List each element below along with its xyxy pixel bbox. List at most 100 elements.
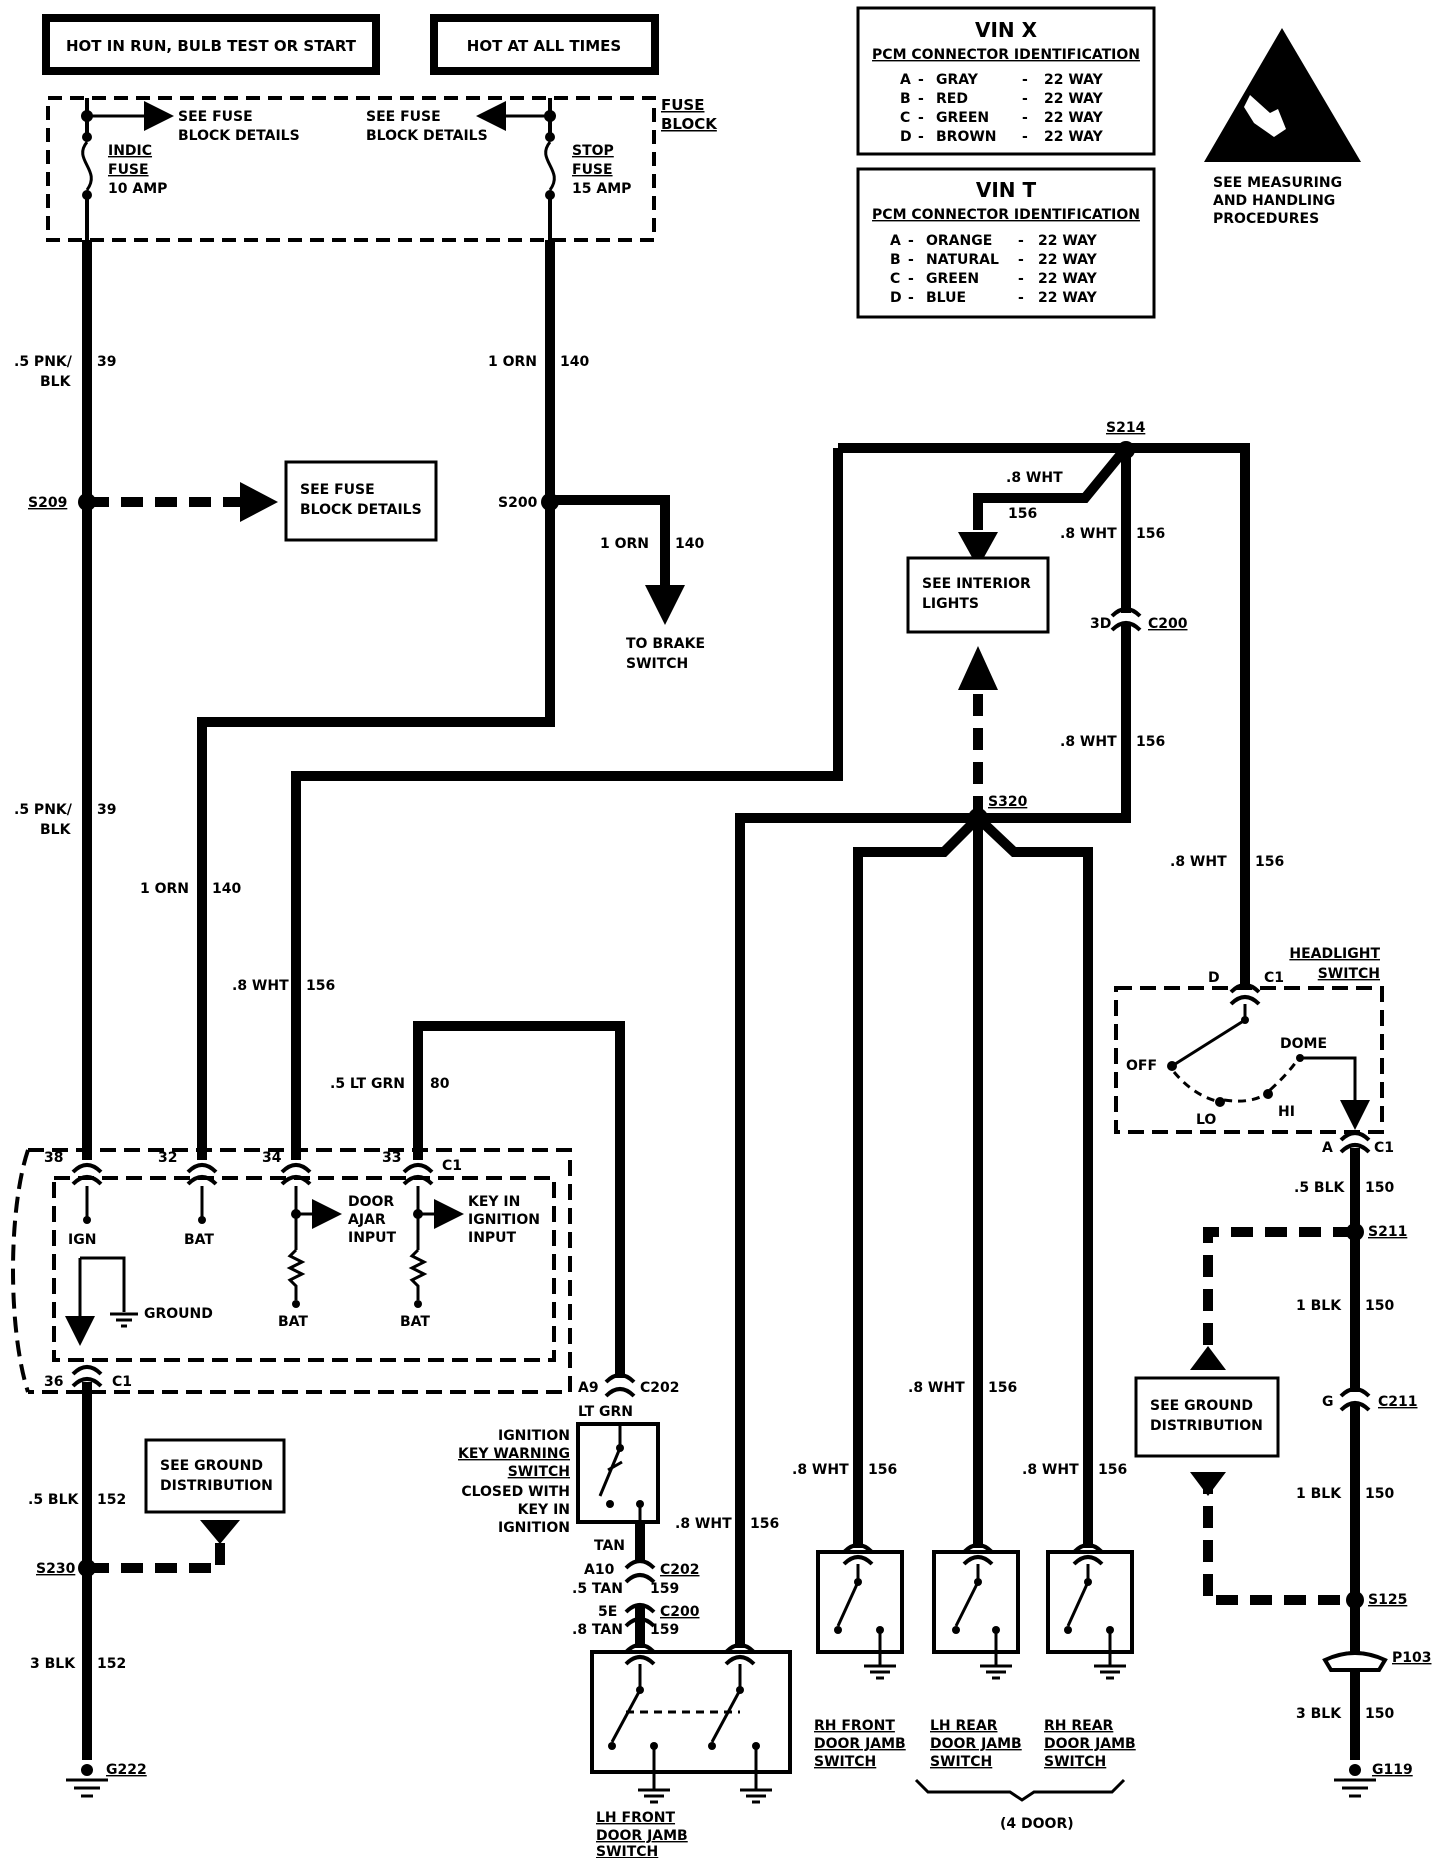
svg-text:22 WAY: 22 WAY: [1038, 290, 1098, 306]
svg-text:BAT: BAT: [400, 1314, 430, 1330]
wire-140-bat: [197, 500, 555, 1160]
splice-label: S200: [498, 495, 538, 511]
pin-34: 34: [262, 1150, 312, 1186]
svg-text:SEE FUSE: SEE FUSE: [300, 482, 375, 498]
fuse-block: FUSE BLOCK SEE FUSE BLOCK DETAILS INDIC …: [46, 96, 718, 242]
headlight-switch: D C1 HEADLIGHT SWITCH OFF DOME LO HI: [1114, 946, 1384, 1134]
svg-text:.8 WHT: .8 WHT: [1006, 470, 1063, 486]
splice-label: S214: [1106, 420, 1146, 436]
svg-text:CLOSED WITH: CLOSED WITH: [461, 1484, 570, 1500]
svg-text:HOT IN RUN, BULB TEST OR START: HOT IN RUN, BULB TEST OR START: [66, 37, 357, 55]
splice-label: S211: [1368, 1224, 1407, 1240]
see-ground-distribution-left: SEE GROUND DISTRIBUTION: [144, 1438, 286, 1514]
arrow-icon: [958, 646, 998, 690]
wire-156-rhr: [974, 814, 1093, 1548]
splice-label: S320: [988, 794, 1028, 810]
svg-text:GROUND: GROUND: [144, 1306, 213, 1322]
four-door-bracket: (4 DOOR): [914, 1778, 1126, 1832]
vin-x-row: B- RED- 22 WAY: [900, 91, 1104, 107]
svg-text:.8 WHT: .8 WHT: [792, 1462, 849, 1478]
wire-156-interior: [973, 444, 1130, 530]
svg-text:-: -: [908, 252, 914, 268]
vin-x-row: C- GREEN- 22 WAY: [900, 110, 1104, 126]
svg-text:A10: A10: [584, 1562, 615, 1578]
lh-front-door-jamb-switch: LH FRONT DOOR JAMB SWITCH: [590, 1643, 792, 1858]
svg-text:.8 WHT: .8 WHT: [675, 1516, 732, 1532]
ground-g119: G119: [1334, 1762, 1413, 1798]
svg-text:.8 WHT: .8 WHT: [1170, 854, 1227, 870]
svg-text:HOT AT ALL TIMES: HOT AT ALL TIMES: [467, 37, 621, 55]
svg-text:152: 152: [97, 1656, 126, 1672]
svg-text:VIN T: VIN T: [976, 178, 1037, 202]
svg-text:GREEN: GREEN: [936, 110, 989, 126]
svg-text:C211: C211: [1378, 1394, 1418, 1410]
svg-text:DOOR JAMB: DOOR JAMB: [930, 1736, 1022, 1752]
svg-text:OFF: OFF: [1126, 1058, 1157, 1074]
vin-x-table: VIN X PCM CONNECTOR IDENTIFICATION A- GR…: [856, 6, 1156, 156]
svg-text:-: -: [1018, 290, 1024, 306]
wire-156-hl: [1126, 443, 1250, 988]
svg-text:LO: LO: [1196, 1112, 1216, 1128]
svg-text:3 BLK: 3 BLK: [30, 1656, 76, 1672]
arrow-icon: [645, 585, 685, 625]
svg-text:BAT: BAT: [278, 1314, 308, 1330]
svg-text:IGNITION: IGNITION: [468, 1212, 540, 1228]
svg-text:BLOCK DETAILS: BLOCK DETAILS: [366, 128, 488, 144]
splice-s200: [541, 493, 559, 511]
arrow-icon: [1190, 1346, 1226, 1370]
svg-text:HI: HI: [1278, 1104, 1295, 1120]
svg-text:36: 36: [44, 1374, 63, 1390]
svg-text:156: 156: [1098, 1462, 1127, 1478]
arrow-icon: [240, 482, 278, 522]
svg-text:-: -: [918, 129, 924, 145]
svg-text:80: 80: [430, 1076, 450, 1092]
svg-text:KEY WARNING: KEY WARNING: [458, 1446, 570, 1462]
svg-text:PCM CONNECTOR IDENTIFICATION: PCM CONNECTOR IDENTIFICATION: [872, 47, 1140, 63]
connector-p103: P103: [1322, 1650, 1431, 1672]
svg-text:TAN: TAN: [594, 1538, 625, 1554]
svg-text:156: 156: [1008, 506, 1037, 522]
svg-text:140: 140: [560, 354, 589, 370]
vin-t-row: B- NATURAL- 22 WAY: [890, 252, 1098, 268]
pin-33: 33 C1: [382, 1150, 462, 1186]
svg-text:150: 150: [1365, 1706, 1394, 1722]
svg-text:SWITCH: SWITCH: [626, 656, 688, 672]
svg-text:BROWN: BROWN: [936, 129, 997, 145]
svg-text:-: -: [908, 290, 914, 306]
svg-text:1 BLK: 1 BLK: [1296, 1298, 1342, 1314]
svg-text:RH FRONT: RH FRONT: [814, 1718, 895, 1734]
splice-s230: [78, 1559, 96, 1577]
connector-c211-g: G C211: [1322, 1387, 1418, 1412]
svg-text:C1: C1: [442, 1158, 462, 1174]
connector-hl-a: A C1: [1322, 1131, 1394, 1156]
connector-c202-c200: A10 C202 5E C200: [584, 1559, 700, 1628]
svg-text:140: 140: [212, 881, 241, 897]
rh-rear-door-jamb-switch: RH REAR DOOR JAMB SWITCH: [1044, 1543, 1136, 1770]
svg-text:A: A: [890, 233, 901, 249]
svg-text:5E: 5E: [598, 1604, 617, 1620]
svg-text:1 ORN: 1 ORN: [600, 536, 649, 552]
svg-text:INPUT: INPUT: [348, 1230, 397, 1246]
svg-text:38: 38: [44, 1150, 63, 1166]
svg-text:.8 WHT: .8 WHT: [232, 978, 289, 994]
svg-text:G222: G222: [106, 1762, 147, 1778]
svg-text:SWITCH: SWITCH: [1044, 1754, 1106, 1770]
hand-icon: [1244, 95, 1286, 137]
svg-text:BLK: BLK: [40, 374, 72, 390]
svg-text:1 BLK: 1 BLK: [1296, 1486, 1342, 1502]
svg-text:G119: G119: [1372, 1762, 1413, 1778]
ignition-key-warning-switch: IGNITION KEY WARNING SWITCH CLOSED WITH …: [458, 1422, 660, 1536]
svg-text:SWITCH: SWITCH: [596, 1844, 658, 1858]
svg-text:-: -: [1022, 129, 1028, 145]
svg-text:HEADLIGHT: HEADLIGHT: [1289, 946, 1380, 962]
svg-text:A: A: [1322, 1140, 1333, 1156]
svg-text:GREEN: GREEN: [926, 271, 979, 287]
esd-warning: SEE MEASURING AND HANDLING PROCEDURES: [1204, 28, 1361, 227]
svg-text:-: -: [918, 72, 924, 88]
splice-s125: [1346, 1591, 1364, 1609]
svg-text:FUSE: FUSE: [661, 96, 704, 114]
svg-text:C200: C200: [1148, 616, 1188, 632]
svg-text:34: 34: [262, 1150, 282, 1166]
ground-g222: G222: [66, 1762, 147, 1798]
svg-text:-: -: [918, 110, 924, 126]
